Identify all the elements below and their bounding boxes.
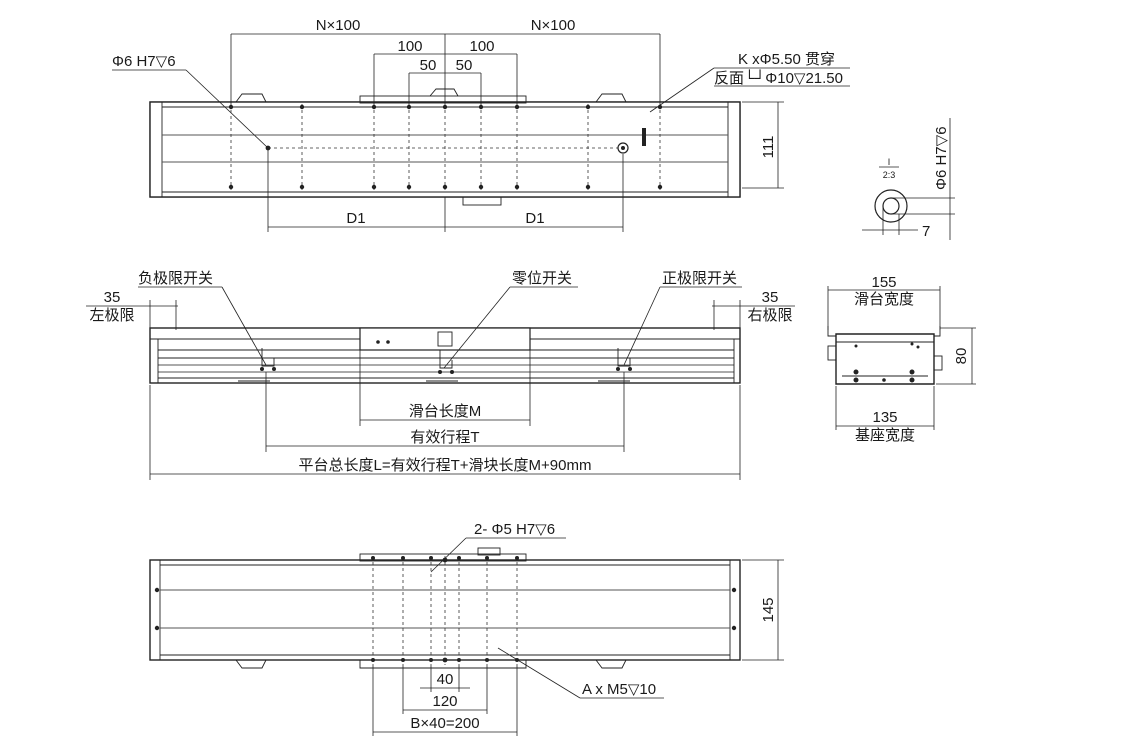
dim-pitch-left: 100 <box>397 38 422 55</box>
left-limit-label: 左极限 <box>89 307 134 324</box>
end-height-80: 80 <box>953 348 970 365</box>
dim-pitch-40: 40 <box>437 671 454 688</box>
dim-pitch-right: 100 <box>469 38 494 55</box>
dim-height-145: 145 <box>760 597 777 622</box>
dim-d1-left: D1 <box>346 210 365 227</box>
slide-width-label: 滑台宽度 <box>854 291 914 308</box>
effective-stroke-label: 有效行程T <box>410 429 479 446</box>
dim-half-left: 50 <box>420 57 437 74</box>
pos-limit-switch-label: 正极限开关 <box>662 270 737 287</box>
dim-n-left: N×100 <box>316 17 361 34</box>
dim-height-111: 111 <box>760 136 777 159</box>
tapped-hole-label: A x M5▽10 <box>582 681 656 698</box>
total-length-label: 平台总长度L=有效行程T+滑块长度M+90mm <box>299 457 592 474</box>
zero-switch-label: 零位开关 <box>512 270 572 287</box>
neg-limit-switch-label: 负极限开关 <box>138 270 213 287</box>
top-view: N×100 N×100 100 100 50 50 Φ6 H7▽6 K xΦ5.… <box>112 17 850 232</box>
detail-scale-num: I <box>888 157 891 167</box>
side-view-body <box>149 327 741 384</box>
end-top-155: 155 <box>871 274 896 291</box>
bottom-view: 2- Φ5 H7▽6 145 40 120 B×40=200 A x M5▽10 <box>149 521 784 736</box>
counterbore-label: 反面└┘Φ10▽21.50 <box>714 69 843 87</box>
dim-half-right: 50 <box>456 57 473 74</box>
dim-d1-right: D1 <box>525 210 544 227</box>
top-view-holes <box>228 104 663 190</box>
dim-n-right: N×100 <box>531 17 576 34</box>
end-bottom-135: 135 <box>872 409 897 426</box>
top-view-hole-lines <box>230 104 661 190</box>
detail-depth: 7 <box>922 223 930 240</box>
through-hole-label: K xΦ5.50 贯穿 <box>738 51 835 68</box>
dim-span-120: 120 <box>432 693 457 710</box>
detail-pin-label: Φ6 H7▽6 <box>933 126 950 190</box>
bottom-view-hole-lines <box>372 556 518 665</box>
right-35-label: 35 <box>762 289 779 306</box>
dim-holes-200: B×40=200 <box>410 715 479 732</box>
pin-hole-label: Φ6 H7▽6 <box>112 53 176 70</box>
base-width-label: 基座宽度 <box>855 427 915 444</box>
detail-view: I 2:3 Φ6 H7▽6 7 <box>862 118 955 240</box>
side-view: 负极限开关 零位开关 正极限开关 35 左极限 35 右极限 滑台长度M 有效行… <box>86 270 795 480</box>
dowel-label: 2- Φ5 H7▽6 <box>474 521 555 538</box>
detail-scale: 2:3 <box>883 170 896 180</box>
left-35-label: 35 <box>104 289 121 306</box>
end-view: 155 滑台宽度 80 135 基座宽度 <box>827 274 976 444</box>
right-limit-label: 右极限 <box>747 307 792 324</box>
slide-length-label: 滑台长度M <box>409 403 482 420</box>
